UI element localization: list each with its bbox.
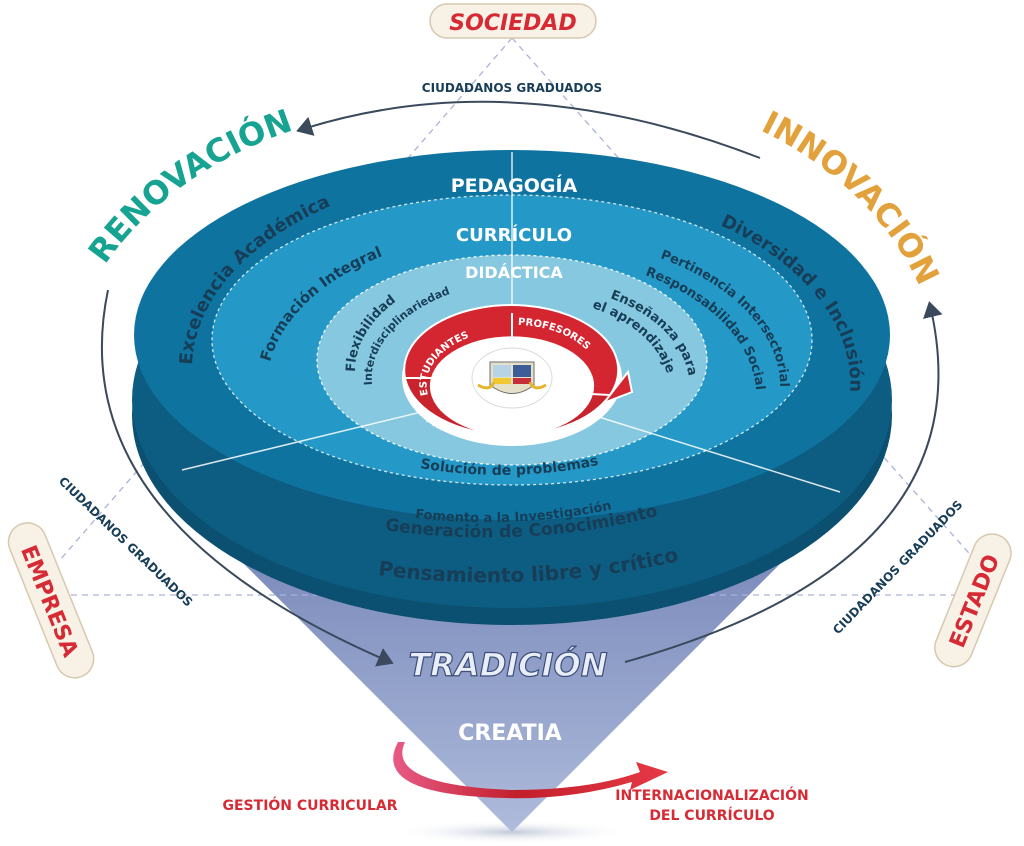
graduates-top-label: CIUDADANOS GRADUADOS <box>422 81 602 95</box>
gestion-curricular-label: GESTIÓN CURRICULAR <box>223 796 398 814</box>
bottom-swoosh-arrow <box>393 742 668 799</box>
curriculo-title: CURRÍCULO <box>456 224 572 246</box>
sociedad-label: SOCIEDAD <box>449 11 576 36</box>
sociedad-badge: SOCIEDAD <box>429 3 597 39</box>
internacionalizacion-line-2: DEL CURRÍCULO <box>649 807 774 824</box>
didactica-title: DIDÁCTICA <box>465 263 563 282</box>
creatia-label: CREATIA <box>458 721 562 746</box>
tradicion-label: TRADICIÓN <box>408 645 607 684</box>
graduates-right-label: CIUDADANOS GRADUADOS <box>830 498 965 637</box>
estado-badge: ESTADO <box>934 533 1012 668</box>
university-emblem <box>471 347 553 409</box>
left-cycle-arrow <box>100 289 394 667</box>
internacionalizacion-line-1: INTERNACIONALIZACIÓN <box>615 786 809 804</box>
top-cycle-arrow <box>296 100 761 159</box>
right-cycle-arrow <box>624 301 943 663</box>
pedagogia-title: PEDAGOGÍA <box>451 174 578 197</box>
empresa-badge: EMPRESA <box>7 522 95 679</box>
